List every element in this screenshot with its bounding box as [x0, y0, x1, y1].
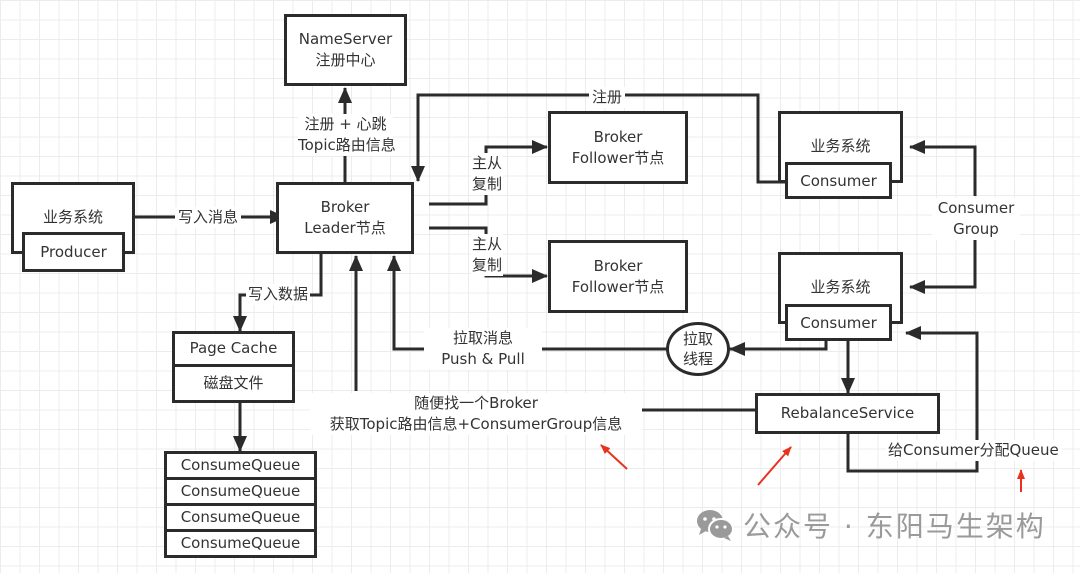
- watermark-text: 公众号 · 东阳马生架构: [743, 510, 1046, 543]
- consumer-1-label: Consumer: [800, 171, 877, 190]
- annotation-arrow-1: [600, 444, 628, 470]
- label-assign-queue: 给Consumer分配Queue: [886, 440, 1061, 461]
- broker-follower-node-2[interactable]: Broker Follower节点: [548, 240, 688, 313]
- broker-follower-2-title: Broker: [593, 256, 643, 275]
- label-register-heartbeat: 注册 + 心跳 Topic路由信息: [298, 114, 396, 156]
- broker-leader-title: Broker: [320, 198, 370, 216]
- label-write-data: 写入数据: [246, 284, 311, 305]
- edge-assign-queue: [846, 326, 979, 473]
- broker-follower-2-subtitle: Follower节点: [571, 277, 665, 296]
- producer-node[interactable]: Producer: [22, 232, 125, 272]
- watermark: 公众号 · 东阳马生架构: [695, 505, 1046, 545]
- nameserver-subtitle: 注册中心: [315, 51, 376, 69]
- consume-queue-item: ConsumeQueue: [167, 454, 314, 480]
- label-register: 注册: [589, 87, 626, 108]
- wechat-icon: [697, 510, 734, 541]
- broker-follower-node-1[interactable]: Broker Follower节点: [548, 111, 688, 184]
- consume-queue-stack[interactable]: ConsumeQueue ConsumeQueue ConsumeQueue C…: [164, 451, 317, 558]
- nameserver-node[interactable]: NameServer 注册中心: [284, 14, 407, 86]
- consumer-2-label: Consumer: [800, 313, 877, 332]
- edge-register: [411, 93, 785, 184]
- consume-queue-item: ConsumeQueue: [167, 480, 314, 506]
- consumer-system-2-title: 业务系统: [810, 278, 871, 296]
- label-write-message: 写入消息: [175, 207, 242, 228]
- broker-follower-1-title: Broker: [593, 127, 643, 146]
- label-replication-1: 主从 复制: [471, 153, 503, 195]
- nameserver-title: NameServer: [298, 30, 393, 48]
- edge-consumer-group-top: [909, 140, 977, 196]
- label-replication-2: 主从 复制: [471, 234, 503, 276]
- page-cache-node[interactable]: Page Cache 磁盘文件: [172, 331, 295, 403]
- consumer-system-1-title: 业务系统: [810, 137, 871, 155]
- producer-label: Producer: [40, 243, 107, 261]
- annotation-arrow-2: [757, 446, 792, 486]
- label-consumer-group: Consumer Group: [932, 198, 1020, 240]
- producer-system-title: 业务系统: [42, 208, 103, 226]
- broker-leader-subtitle: Leader节点: [304, 219, 386, 237]
- disk-file-cell: 磁盘文件: [203, 373, 264, 392]
- consumer-node-1[interactable]: Consumer: [785, 162, 892, 199]
- edge-pull-message: [387, 255, 668, 351]
- label-pull-message: 拉取消息 Push & Pull: [424, 328, 542, 370]
- consumer-node-2[interactable]: Consumer: [785, 304, 892, 341]
- edge-consumer-group-bottom: [909, 236, 977, 294]
- consume-queue-item: ConsumeQueue: [180, 534, 301, 552]
- label-find-broker: 随便找一个Broker 获取Topic路由信息+ConsumerGroup信息: [310, 393, 642, 435]
- rebalance-service-node[interactable]: RebalanceService: [755, 393, 940, 434]
- consume-queue-item: ConsumeQueue: [167, 506, 314, 532]
- broker-follower-1-subtitle: Follower节点: [571, 148, 665, 167]
- page-cache-cell: Page Cache: [175, 334, 292, 367]
- pull-thread-node[interactable]: 拉取 线程: [666, 322, 730, 376]
- edge-consumer-to-pull-thread: [729, 340, 828, 356]
- broker-leader-node[interactable]: Broker Leader节点: [276, 182, 414, 254]
